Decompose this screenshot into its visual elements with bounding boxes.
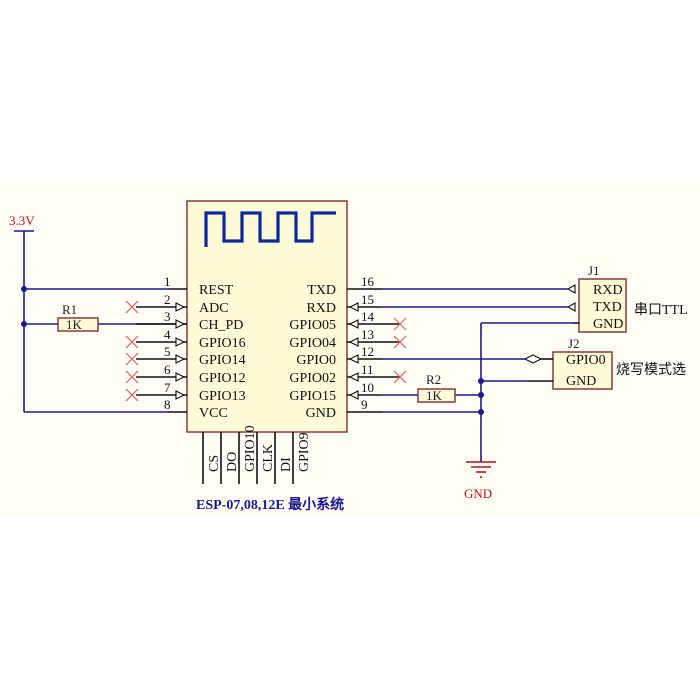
pin-number: 2	[164, 292, 171, 307]
pin-name: GPIO15	[289, 389, 336, 404]
pin-number: 4	[164, 327, 171, 342]
pcb-antenna-icon	[204, 211, 336, 247]
pin-name: GPIO05	[289, 318, 336, 333]
pin-name: GPIO0	[566, 353, 606, 368]
pin-name: GPIO10	[243, 425, 258, 472]
pin-name: GPIO16	[199, 336, 246, 351]
right-no-connect-marks	[393, 317, 407, 384]
left-no-connect-marks	[125, 300, 139, 402]
pin-number: 14	[361, 309, 375, 324]
j2-note: 烧写模式选	[616, 362, 686, 378]
pin-name: REST	[199, 283, 234, 298]
signal-wires	[382, 288, 573, 462]
ground-label: GND	[464, 486, 492, 501]
connector-j2: J2 GPIO0 GND 烧写模式选	[523, 336, 686, 390]
pin-name: GPIO14	[199, 353, 246, 368]
left-pin-arrows	[175, 302, 186, 400]
pin-number: 3	[164, 309, 171, 324]
pin-name: RXD	[593, 283, 623, 298]
pin-name: GND	[306, 406, 336, 421]
left-pin-names: REST ADC CH_PD GPIO16 GPIO14 GPIO12 GPIO…	[199, 283, 246, 421]
resistor-r1: 1K R1	[57, 302, 99, 332]
pin-name: GND	[566, 374, 596, 389]
r1-ref: R1	[62, 302, 77, 317]
pin-number: 11	[361, 362, 374, 377]
r2-value: 1K	[426, 388, 443, 403]
pin-number: 9	[361, 397, 368, 412]
pin-name: ADC	[199, 301, 229, 316]
left-pin-numbers: 1 2 3 4 5 6 7 8	[164, 274, 171, 412]
pin-name: GPIO12	[199, 371, 246, 386]
pin-name: DO	[225, 452, 240, 472]
pin-name: RXD	[306, 301, 336, 316]
pin-name: DI	[279, 457, 294, 472]
pin-name: GPIO13	[199, 389, 246, 404]
pin-name: TXD	[593, 300, 622, 315]
pin-name: CLK	[261, 444, 276, 472]
resistor-r2: 1K R2	[417, 372, 456, 403]
pin-name: GPIO02	[289, 371, 336, 386]
pin-name: VCC	[199, 406, 228, 421]
schematic-background	[0, 182, 700, 517]
pin-number: 13	[361, 327, 374, 342]
pin-number: 5	[164, 344, 171, 359]
pin-name: TXD	[307, 283, 336, 298]
pin-name: CH_PD	[199, 318, 243, 333]
connector-j1: J1 RXD TXD GND 串口TTL	[566, 263, 688, 333]
bottom-pin-names: CS DO GPIO10 CLK DI GPIO9	[207, 425, 312, 472]
esp-module	[186, 200, 348, 433]
pin-name: GPIO04	[289, 336, 336, 351]
pin-name: GPIO9	[297, 432, 312, 472]
pin-number: 16	[361, 274, 375, 289]
right-pin-numbers: 16 15 14 13 12 11 10 9	[361, 274, 375, 412]
r1-value: 1K	[66, 317, 83, 332]
j1-ref: J1	[588, 263, 600, 278]
r2-ref: R2	[426, 372, 441, 387]
j1-note: 串口TTL	[634, 302, 688, 318]
pin-name: GND	[593, 317, 623, 332]
pin-name: GPIO0	[296, 353, 336, 368]
pin-number: 10	[361, 380, 374, 395]
pin-number: 8	[164, 397, 171, 412]
module-caption: ESP-07,08,12E 最小系统	[196, 496, 344, 513]
pin-name: CS	[207, 455, 222, 472]
pin-number: 1	[164, 274, 171, 289]
pin-number: 7	[164, 380, 171, 395]
pin-number: 15	[361, 292, 374, 307]
bottom-pin-stubs	[202, 432, 294, 484]
ground-symbol: GND	[464, 461, 496, 501]
pin-number: 6	[164, 362, 171, 377]
right-pin-names: TXD RXD GPIO05 GPIO04 GPIO0 GPIO02 GPIO1…	[289, 283, 336, 421]
power-label: 3.3V	[9, 213, 35, 228]
right-pin-arrows	[348, 302, 359, 400]
j2-ref: J2	[568, 336, 580, 351]
pin-number: 12	[361, 344, 374, 359]
